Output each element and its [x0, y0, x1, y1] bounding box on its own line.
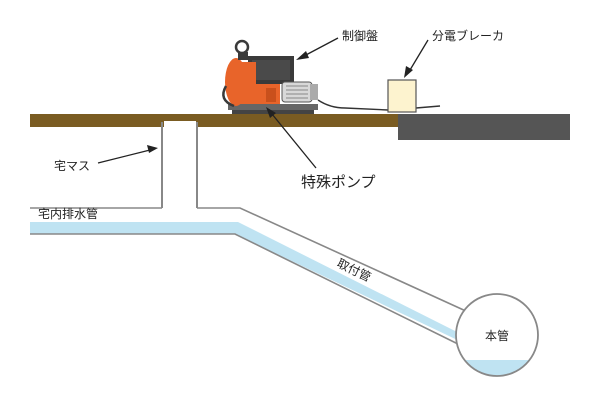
label-house-box: 宅マス — [54, 158, 90, 173]
power-cable — [317, 99, 389, 111]
leader-lines — [97, 37, 429, 169]
label-special-pump: 特殊ポンプ — [301, 173, 376, 191]
house-box-shaft — [161, 121, 198, 208]
label-main-pipe: 本管 — [485, 328, 509, 343]
label-breaker: 分電ブレーカ — [432, 28, 504, 43]
breaker-box — [387, 79, 417, 113]
label-control-panel: 制御盤 — [342, 28, 378, 43]
label-house-drain: 宅内排水管 — [38, 206, 98, 221]
road-pavement — [398, 114, 570, 140]
ground-surface — [30, 114, 400, 127]
breaker-cable — [415, 105, 441, 109]
drain-pipe — [30, 207, 470, 347]
main-pipe — [455, 293, 539, 377]
special-pump — [222, 39, 318, 114]
